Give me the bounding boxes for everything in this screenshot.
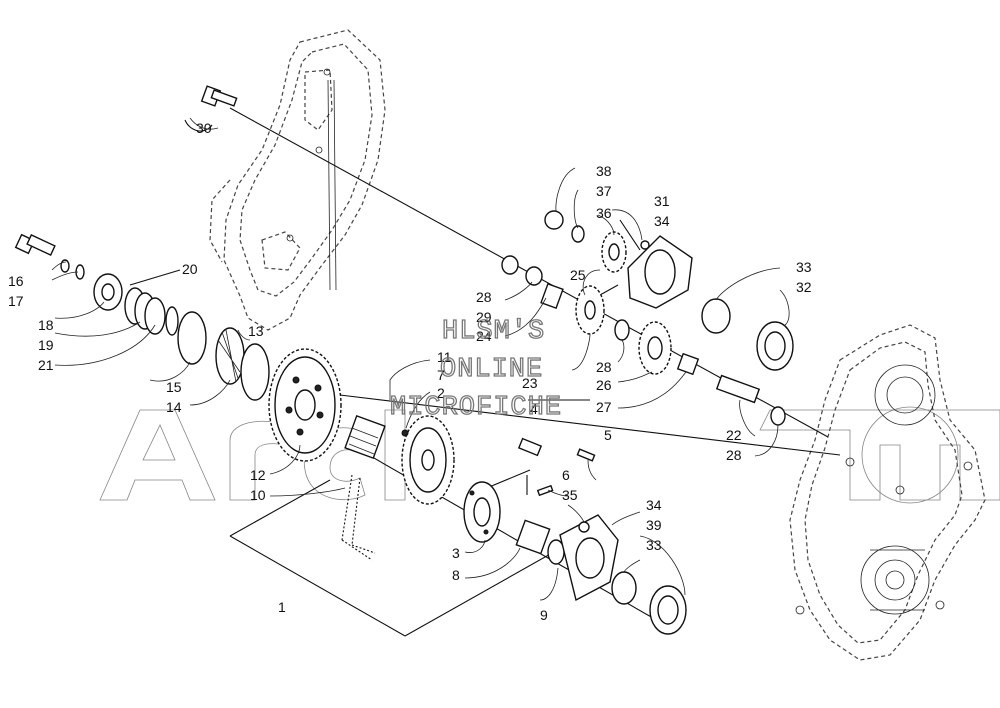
bearing-32 bbox=[756, 321, 794, 371]
callout-26: 26 bbox=[596, 377, 612, 393]
callout-17: 17 bbox=[8, 293, 24, 309]
callout-12: 12 bbox=[250, 467, 266, 483]
bearing-8 bbox=[515, 519, 551, 555]
callout-25: 25 bbox=[570, 267, 586, 283]
callout-20: 20 bbox=[182, 261, 198, 277]
callout-32: 32 bbox=[796, 279, 812, 295]
chain-10 bbox=[341, 474, 376, 561]
washer-37 bbox=[571, 225, 585, 243]
flange-3 bbox=[463, 481, 501, 543]
clutch-13 bbox=[215, 327, 245, 385]
callout-7: 7 bbox=[437, 367, 445, 383]
watermark-line2: ONLINE bbox=[440, 355, 543, 385]
bearing-24 bbox=[540, 282, 564, 310]
callout-15: 15 bbox=[166, 379, 182, 395]
snap-ring bbox=[165, 306, 179, 336]
chaincase-cover bbox=[209, 29, 386, 331]
callout-10: 10 bbox=[250, 487, 266, 503]
callout-22: 22 bbox=[726, 427, 742, 443]
spring-21 bbox=[124, 287, 166, 335]
callout-11: 11 bbox=[437, 349, 452, 365]
washer-28-upper bbox=[501, 255, 519, 275]
callout-29: 29 bbox=[476, 309, 492, 325]
callout-36: 36 bbox=[596, 205, 612, 221]
callout-34-lower: 34 bbox=[646, 497, 662, 513]
bearing-11 bbox=[344, 414, 386, 460]
callout-5: 5 bbox=[604, 427, 612, 443]
oring-33-upper bbox=[701, 298, 731, 334]
sprocket-12 bbox=[268, 348, 342, 462]
callout-4: 4 bbox=[530, 401, 538, 417]
callout-31: 31 bbox=[654, 193, 670, 209]
callout-33-lower: 33 bbox=[646, 537, 662, 553]
washer-28-right bbox=[770, 406, 786, 426]
callout-16: 16 bbox=[8, 273, 24, 289]
nut-35 bbox=[578, 521, 590, 533]
gearcase-housing bbox=[789, 324, 986, 661]
callout-39: 39 bbox=[646, 517, 662, 533]
callout-9: 9 bbox=[540, 607, 548, 623]
callout-2: 2 bbox=[437, 385, 445, 401]
pin-4 bbox=[517, 437, 543, 457]
screw-5 bbox=[576, 448, 596, 462]
callout-6: 6 bbox=[562, 467, 570, 483]
bolt-16 bbox=[14, 233, 56, 256]
callout-leaders bbox=[51, 117, 790, 601]
parts bbox=[14, 85, 794, 635]
bearing-39 bbox=[649, 585, 687, 635]
text-watermark: HLSM'S ONLINE MICROFICHE bbox=[389, 316, 562, 423]
plate-34-upper bbox=[627, 235, 693, 309]
callout-1: 1 bbox=[278, 599, 286, 615]
callout-28-right: 28 bbox=[726, 447, 742, 463]
screw-2 bbox=[401, 429, 409, 437]
callout-13: 13 bbox=[248, 323, 264, 339]
callout-18: 18 bbox=[38, 317, 54, 333]
callout-35: 35 bbox=[562, 487, 578, 503]
callout-30: 30 bbox=[196, 120, 212, 136]
washer-23 bbox=[614, 319, 630, 341]
shaft-22 bbox=[715, 374, 761, 404]
callout-33-upper: 33 bbox=[796, 259, 812, 275]
watermark-line1: HLSM'S bbox=[442, 317, 545, 347]
washer-17 bbox=[60, 259, 70, 273]
bearing-27 bbox=[676, 352, 700, 376]
callout-27: 27 bbox=[596, 399, 612, 415]
oring-33-lower bbox=[611, 571, 637, 605]
bolt-30 bbox=[200, 85, 238, 107]
gear-25 bbox=[575, 285, 605, 335]
gear-26 bbox=[638, 321, 672, 375]
gear-36 bbox=[601, 231, 627, 273]
callout-labels: 30 16 17 20 18 19 21 13 15 14 12 10 1 11… bbox=[8, 120, 812, 623]
nut-31 bbox=[640, 240, 650, 250]
callout-21: 21 bbox=[38, 357, 54, 373]
callout-3: 3 bbox=[452, 545, 460, 561]
gear-7 bbox=[401, 415, 455, 505]
callout-19: 19 bbox=[38, 337, 54, 353]
hub-19 bbox=[93, 273, 123, 311]
spacer-14 bbox=[240, 343, 270, 401]
callout-28-upper: 28 bbox=[476, 289, 492, 305]
callout-24: 24 bbox=[476, 328, 492, 344]
callout-37: 37 bbox=[596, 183, 612, 199]
callout-28-mid: 28 bbox=[596, 359, 612, 375]
bushing-38 bbox=[544, 210, 564, 230]
plate-34-lower bbox=[559, 514, 619, 602]
callout-23: 23 bbox=[522, 375, 538, 391]
callout-38: 38 bbox=[596, 163, 612, 179]
spacer-15 bbox=[177, 311, 207, 365]
callout-34-upper: 34 bbox=[654, 213, 670, 229]
watermark-line3: MICROFICHE bbox=[390, 393, 562, 423]
callout-14: 14 bbox=[166, 399, 182, 415]
callout-8: 8 bbox=[452, 567, 460, 583]
pin-6 bbox=[536, 484, 554, 497]
washer-29 bbox=[525, 266, 543, 286]
